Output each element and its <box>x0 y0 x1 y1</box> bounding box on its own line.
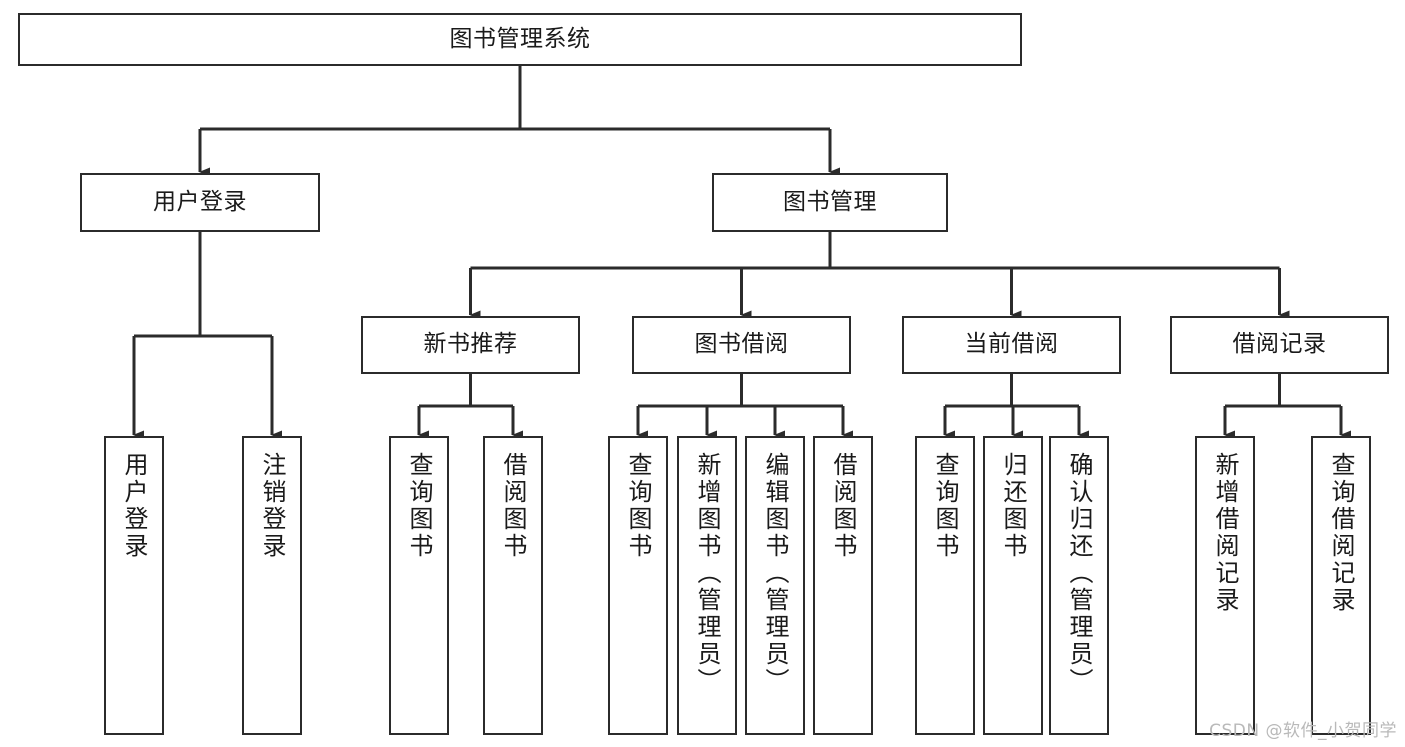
node-label: 查询借阅记录 <box>1327 452 1355 614</box>
node-leaf-return-book[interactable]: 归还图书 <box>983 436 1043 735</box>
node-label: 新书推荐 <box>423 331 518 358</box>
node-label: 查询图书 <box>931 452 959 560</box>
node-label: 新增借阅记录 <box>1211 452 1239 614</box>
node-leaf-query-book-3[interactable]: 查询图书 <box>915 436 975 735</box>
node-label: 图书管理系统 <box>449 25 591 52</box>
node-leaf-query-book-2[interactable]: 查询图书 <box>608 436 668 735</box>
node-label: 注销登录 <box>258 452 286 560</box>
node-label: 借阅记录 <box>1232 331 1327 358</box>
node-label: 查询图书 <box>624 452 652 560</box>
node-label: 图书管理 <box>783 188 877 215</box>
node-book-manage[interactable]: 图书管理 <box>712 173 948 232</box>
node-new-book-rec[interactable]: 新书推荐 <box>361 316 580 374</box>
node-label: 借阅图书 <box>829 452 857 560</box>
node-label: 归还图书 <box>999 452 1027 560</box>
node-book-borrow[interactable]: 图书借阅 <box>632 316 851 374</box>
node-label: 借阅图书 <box>499 452 527 560</box>
watermark: CSDN @软件_小贺同学 <box>1209 721 1397 741</box>
node-current-borrow[interactable]: 当前借阅 <box>902 316 1121 374</box>
node-label: 当前借阅 <box>964 331 1059 358</box>
node-label: 查询图书 <box>405 452 433 560</box>
node-borrow-record[interactable]: 借阅记录 <box>1170 316 1389 374</box>
node-leaf-borrow-book-2[interactable]: 借阅图书 <box>813 436 873 735</box>
node-leaf-user-login[interactable]: 用户登录 <box>104 436 164 735</box>
node-leaf-add-borrow-record[interactable]: 新增借阅记录 <box>1195 436 1255 735</box>
node-leaf-add-book-admin[interactable]: 新增图书（管理员） <box>677 436 737 735</box>
node-label: 用户登录 <box>153 188 247 215</box>
node-leaf-edit-book-admin[interactable]: 编辑图书（管理员） <box>745 436 805 735</box>
node-label: 新增图书（管理员） <box>693 452 721 695</box>
node-label: 编辑图书（管理员） <box>761 452 789 695</box>
node-leaf-borrow-book-1[interactable]: 借阅图书 <box>483 436 543 735</box>
node-label: 图书借阅 <box>694 331 789 358</box>
node-user-login[interactable]: 用户登录 <box>80 173 320 232</box>
node-leaf-query-book-1[interactable]: 查询图书 <box>389 436 449 735</box>
edges <box>132 66 1351 440</box>
node-root[interactable]: 图书管理系统 <box>18 13 1022 66</box>
node-label: 确认归还（管理员） <box>1065 452 1093 695</box>
node-leaf-confirm-return-admin[interactable]: 确认归还（管理员） <box>1049 436 1109 735</box>
node-leaf-query-borrow-record[interactable]: 查询借阅记录 <box>1311 436 1371 735</box>
node-leaf-user-logout[interactable]: 注销登录 <box>242 436 302 735</box>
node-label: 用户登录 <box>120 452 148 560</box>
